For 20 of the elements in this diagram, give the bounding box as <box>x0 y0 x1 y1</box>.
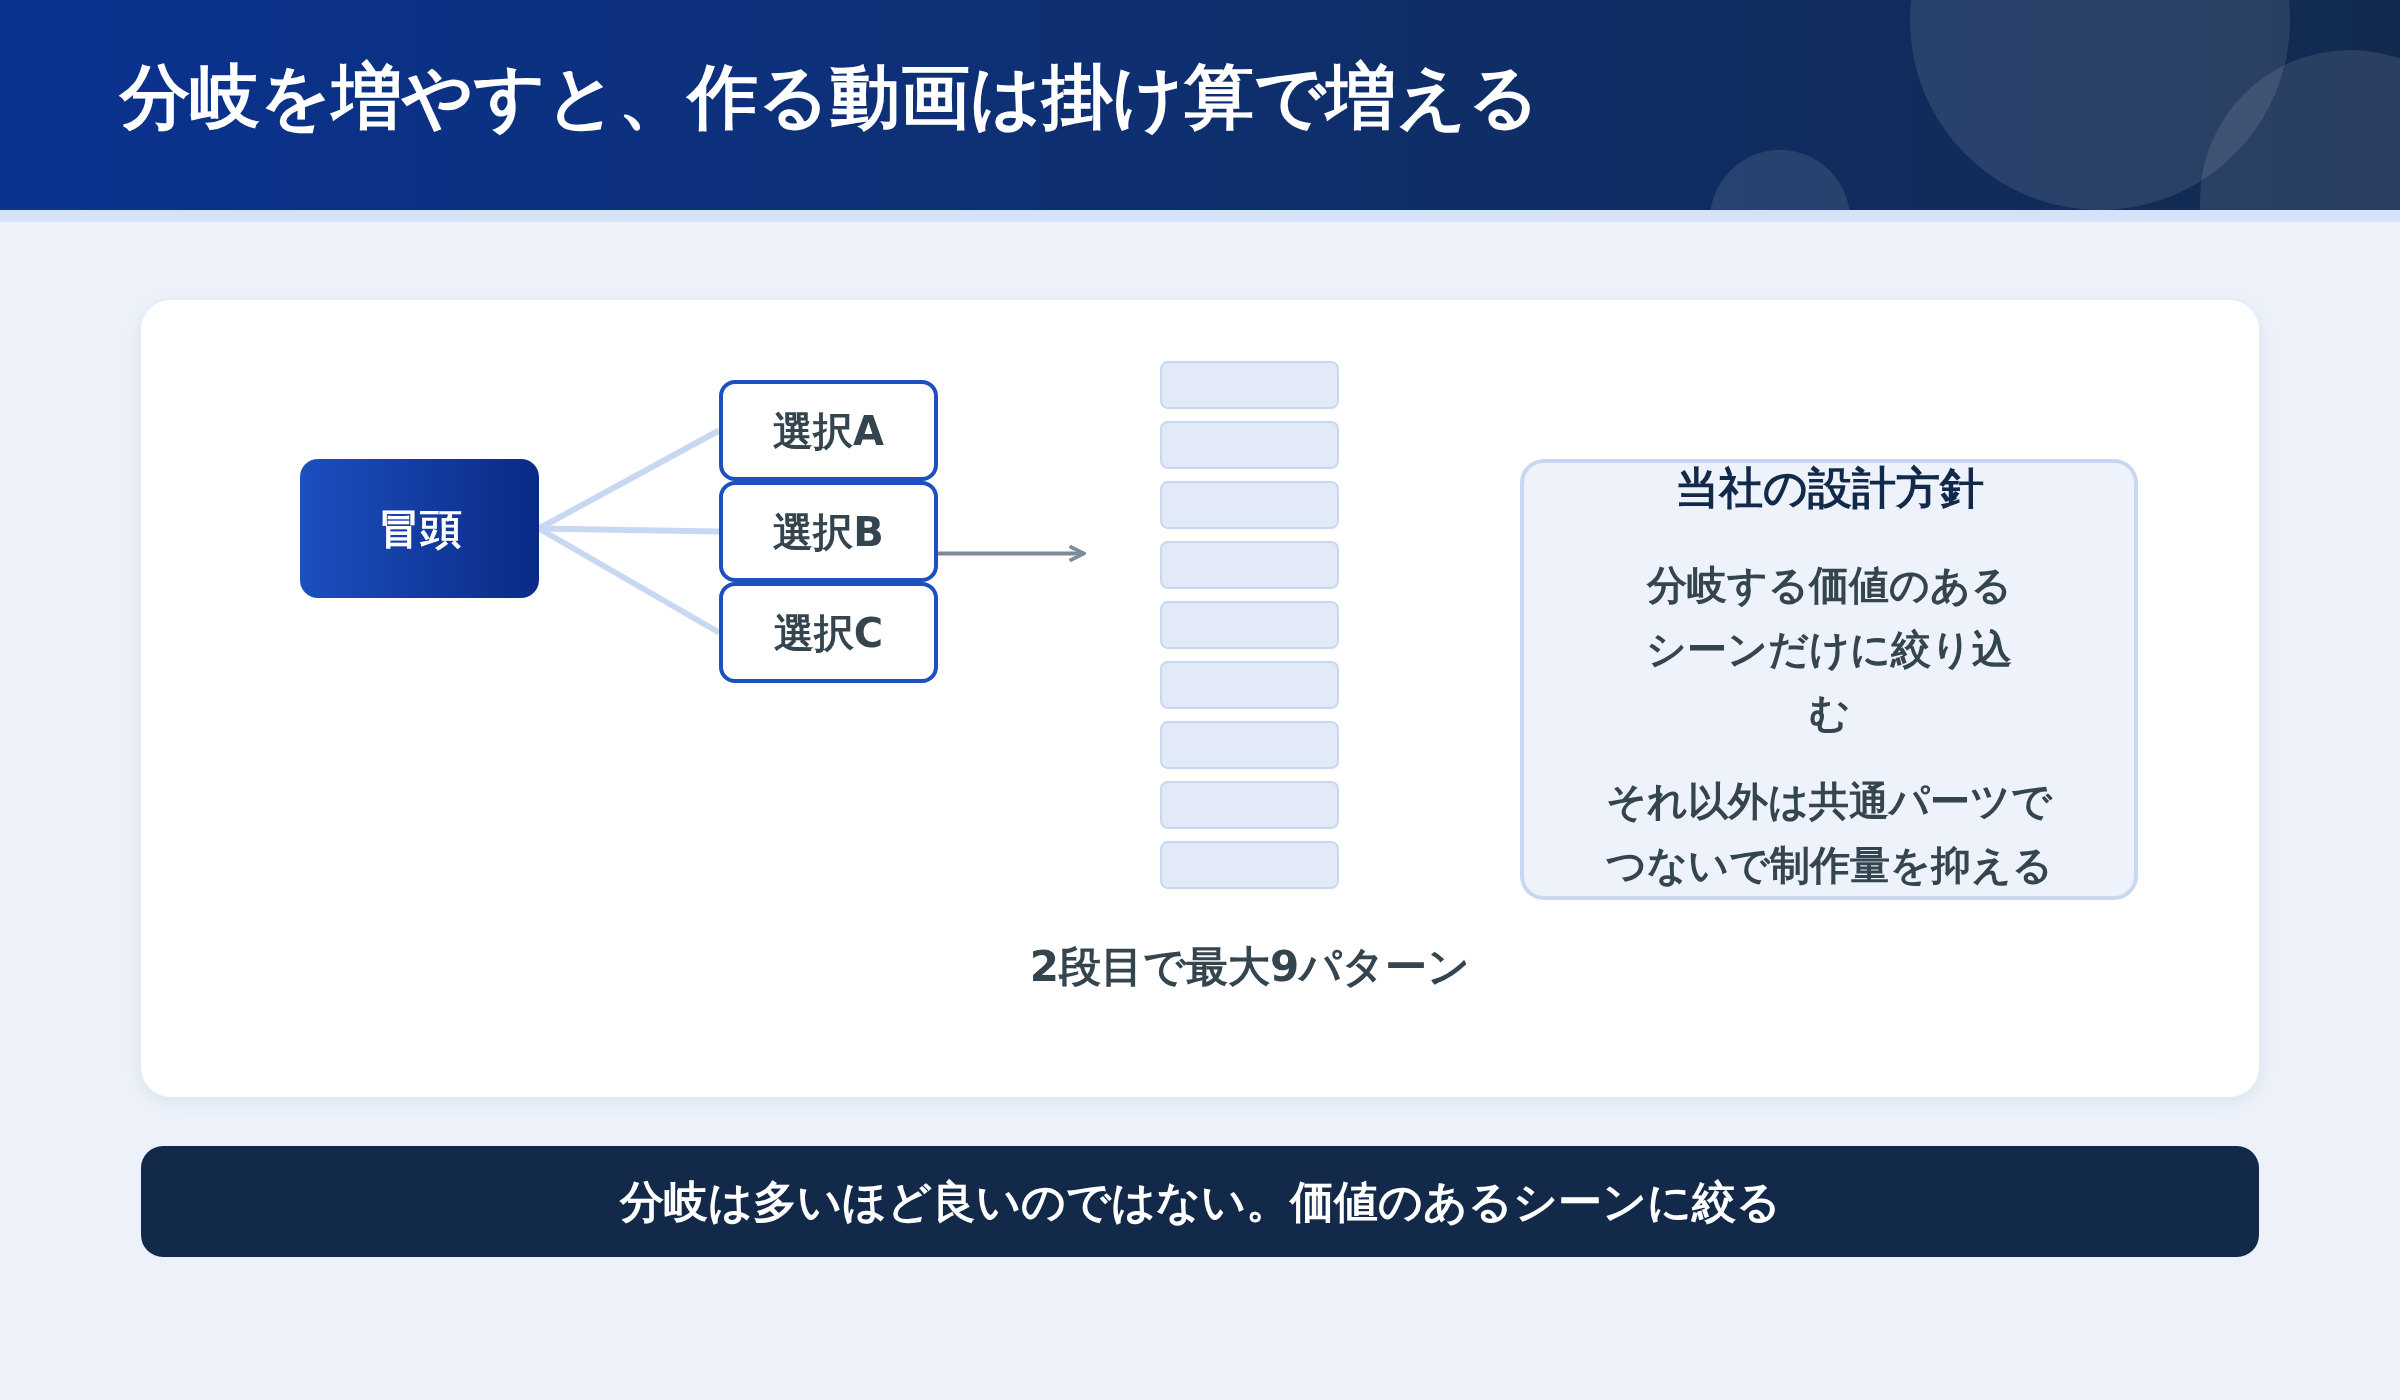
choice-box: 選択A <box>719 380 938 481</box>
caption: 2段目で最大9パターン <box>1028 941 1472 993</box>
choice-box: 選択B <box>719 481 938 582</box>
pattern-bar <box>1160 601 1339 649</box>
start-box: 冒頭 <box>300 459 539 598</box>
summary-banner: 分岐は多いほど良いのではない。価値のあるシーンに絞る <box>141 1146 2259 1257</box>
pattern-bar <box>1160 421 1339 469</box>
panel-heading: 当社の設計方針 <box>1674 460 1984 515</box>
choice-box: 選択C <box>719 582 938 683</box>
panel-text: 分岐する価値のあるシーンだけに絞り込む <box>1645 560 2013 738</box>
pattern-bar <box>1160 541 1339 589</box>
pattern-bar <box>1160 361 1339 409</box>
arrow <box>938 544 1086 563</box>
pattern-bar <box>1160 481 1339 529</box>
pattern-bar <box>1160 781 1339 829</box>
pattern-bar <box>1160 841 1339 889</box>
pattern-bar <box>1160 721 1339 769</box>
policy-panel <box>1520 459 2138 900</box>
pattern-bar <box>1160 661 1339 709</box>
panel-text: それ以外は共通パーツでつないで制作量を抑える <box>1604 776 2054 890</box>
